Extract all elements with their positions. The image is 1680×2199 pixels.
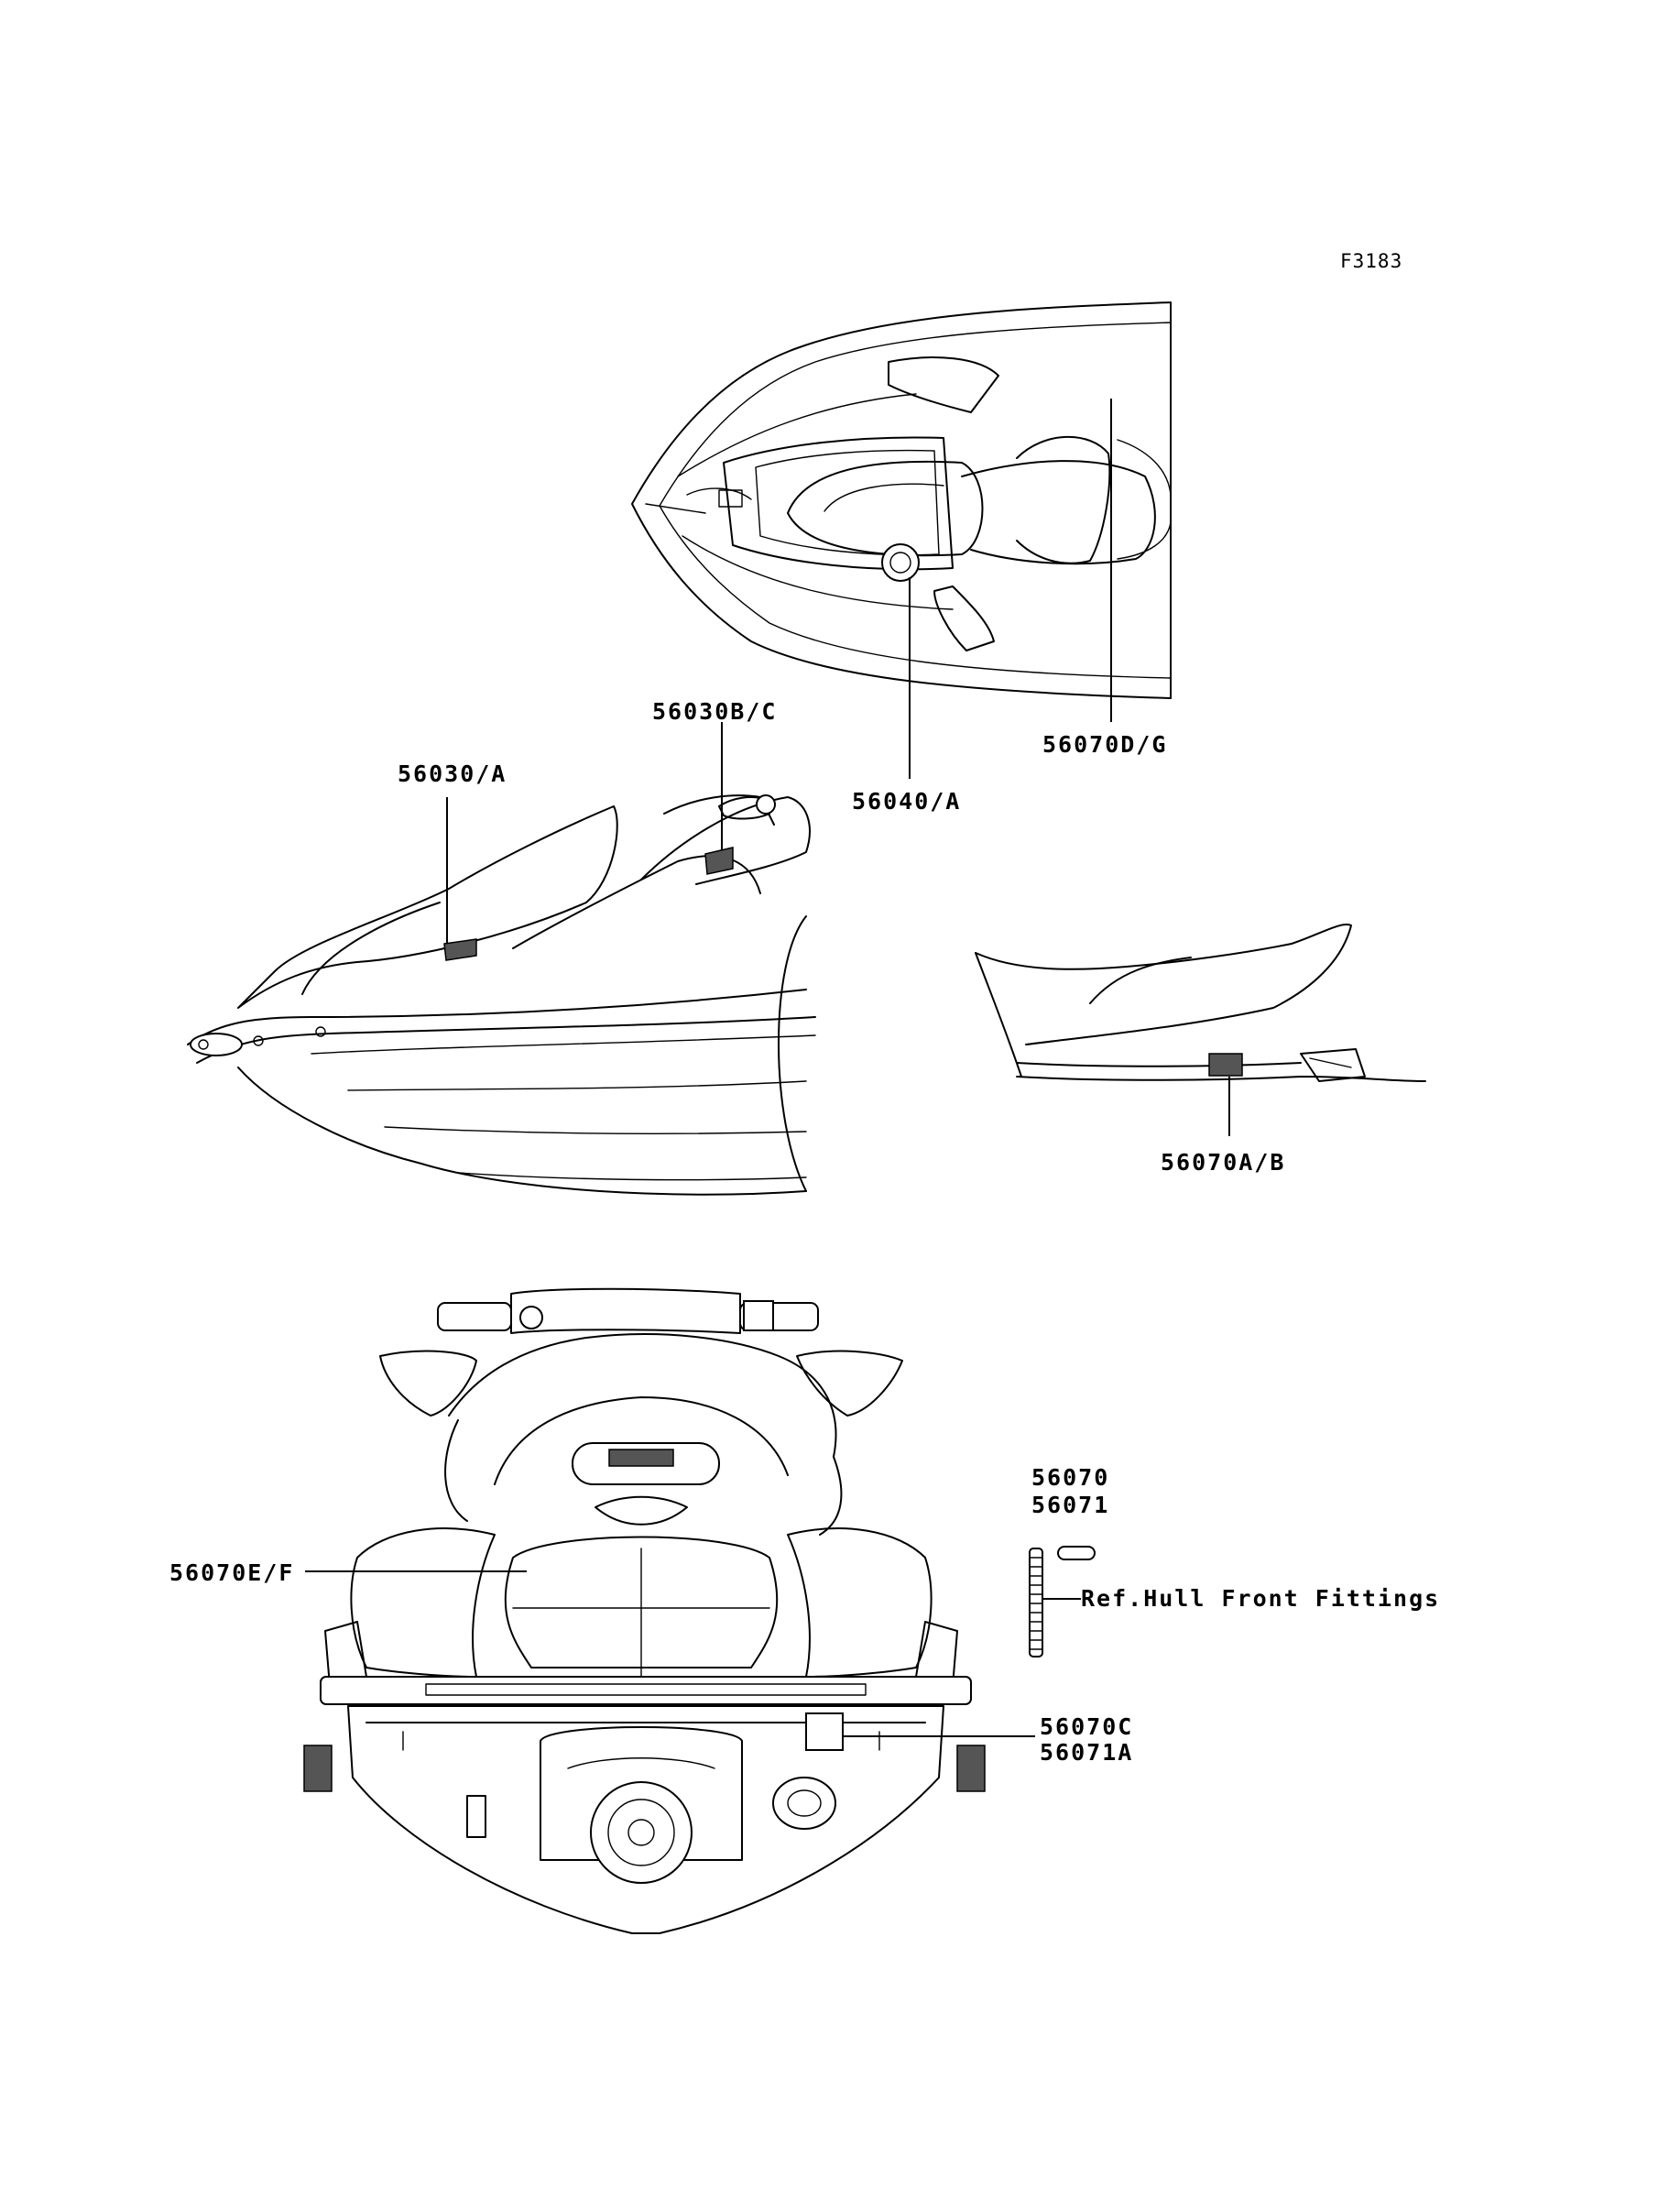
callout-ref-hull-front-fittings: Ref.Hull Front Fittings	[1081, 1585, 1440, 1612]
callout-56070C: 56070C	[1040, 1713, 1133, 1740]
callout-56071: 56071	[1031, 1492, 1109, 1518]
figure-code: F3183	[1340, 250, 1402, 272]
callout-56070DG: 56070D/G	[1042, 731, 1167, 758]
callout-56071A: 56071A	[1040, 1739, 1133, 1766]
side-view-stern-drawing	[975, 924, 1426, 1082]
callout-56040A: 56040/A	[852, 788, 961, 815]
callout-56070: 56070	[1031, 1464, 1109, 1491]
callout-56070EF: 56070E/F	[169, 1559, 294, 1586]
side-view-bow-drawing	[187, 794, 816, 1196]
rear-view-drawing	[303, 1287, 986, 1934]
callout-56030A: 56030/A	[398, 760, 507, 787]
callout-56030BC: 56030B/C	[652, 698, 777, 725]
top-view-drawing	[631, 301, 1172, 699]
hull-fittings-drawing	[1029, 1546, 1096, 1657]
leader-lines	[305, 399, 1230, 1737]
callout-56070AB: 56070A/B	[1161, 1149, 1285, 1176]
